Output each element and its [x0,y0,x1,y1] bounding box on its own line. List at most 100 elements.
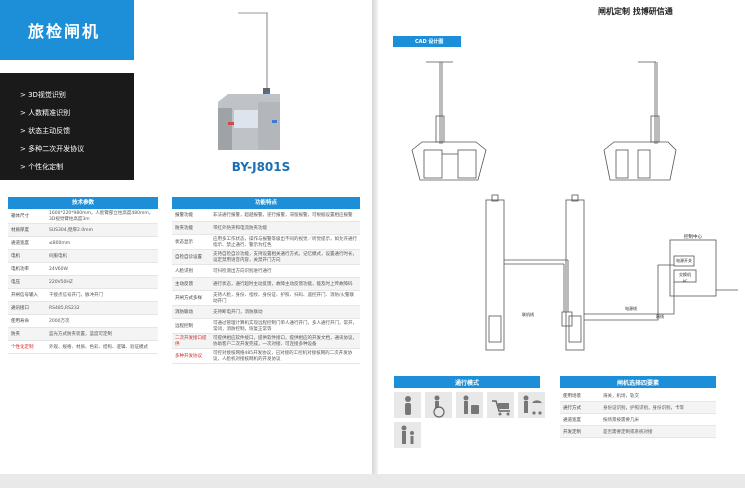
row-key: 箱体尺寸 [11,214,29,219]
row-value: 可控对接核网络485开发协议，已对接的工控机对接核网的二次开发协议，人脸机对接核… [213,351,353,362]
table-row: 使用场景海关，机场，轨交 [560,390,716,402]
row-key: 电机 [11,254,20,259]
row-value: 外观、规格、材质、色彩、结构、逻辑、验证模式 [49,345,148,350]
feature-item: > 人数精准识别 [20,109,71,117]
row-key: 人脸识别 [175,269,193,274]
ac-label: AC [683,279,688,283]
product-photo [218,12,280,150]
table-row: 防夹功能 带红外防夹和电流防夹功能 [172,222,360,235]
row-key: 二次开发接口提供 [175,336,207,347]
child-adult-icon [394,422,421,448]
table-row: 报警功能非法通行报警，超越报警，逆行报警，滞留报警，可根据设置相应报警 [172,209,360,222]
table-row: 自检自诊设置支持自检自诊功能，支持设置相关通行方式，记忆模式，设置通行时长，设定… [172,250,360,265]
row-key: 状态显示 [175,240,193,245]
power-switch-label: 电源开关 [676,257,692,263]
feature-item: > 3D视觉识别 [20,91,66,99]
row-key: 主动反馈 [175,282,193,287]
row-key: 材质厚度 [11,228,29,233]
table-row: 箱体尺寸 1600*220*980mm，人脸臂部立柱高度480mm，3D视觉臂柱高… [8,209,158,224]
wheelchair-icon [425,392,452,418]
function-header: 功能特点 [172,197,360,209]
row-value: 海关，机场，轨交 [603,393,639,399]
table-row: 二次开发接口提供可提供相应软件接口，提供软件接口，提供相应的开发文档，通讯协议，… [172,334,360,349]
row-key: 远程控制 [175,324,193,329]
luggage-icon [456,392,483,418]
row-key: 开闸信号输入 [11,293,38,298]
row-value: 支持断电开门，消防联动 [213,310,263,315]
row-value: SUS304,壁厚2.0mm [49,228,93,233]
row-value: 带红外防夹和电流防夹功能 [213,226,267,231]
link-line-label: 联机线 [522,311,534,317]
function-table: 功能特点 报警功能非法通行报警，超越报警，逆行报警，滞留报警，可根据设置相应报警… [172,197,360,364]
left-page: 旅检闸机 > 3D视觉识别> 人数精准识别> 状态主动反馈> 多种二次开发协议>… [0,0,372,474]
power-line-label: 电源线 [625,305,637,311]
row-key: 电压 [11,280,20,285]
row-value: 可通过管理计算机实现远程控制门单人通行开门，多人通行开门，常开，常闭，消防控制，… [213,321,357,332]
row-key: 通讯接口 [11,306,29,311]
table-row: 材质厚度 SUS304,壁厚2.0mm [8,224,158,237]
row-value: 可提供相应软件接口，提供软件接口，提供相应的开发文档，通讯协议，协助客户二次开发… [213,336,357,347]
row-value: ≤800mm [49,240,71,246]
row-value: 是否需要定制或系统对接 [603,429,653,435]
table-row: 远程控制 可通过管理计算机实现远程控制门单人通行开门，多人通行开门，常开，常闭，消… [172,319,360,334]
selection-table: 使用场景海关，机场，轨交通行方式 身份证识别，护照识别，身份识别，卡等通道宽度按场… [560,390,716,438]
row-value: 干接点信号开门，脉冲开门 [49,293,103,298]
row-key: 个性化定制 [11,345,34,350]
row-key: 防夹功能 [175,226,193,231]
table-row: 开发定制 是否需要定制或系统对接 [560,426,716,438]
row-value: RS485,RS232 [49,305,80,311]
book-spine [372,0,378,474]
table-row: 个性化定制 外观、规格、材质、色彩、结构、逻辑、验证模式 [8,341,158,354]
row-key: 开闸方式多样 [175,296,202,301]
pass-mode-grid [394,392,545,448]
row-key: 通行方式 [563,405,581,411]
feature-panel: > 3D视觉识别> 人数精准识别> 状态主动反馈> 多种二次开发协议> 个性化定… [0,73,134,180]
feature-item: > 状态主动反馈 [20,127,71,135]
page-title: 旅检闸机 [0,0,134,60]
trolley-icon [487,392,514,418]
row-value: 220V50HZ [49,279,73,285]
switch-label: 交换机 [679,271,691,277]
feature-list: > 3D视觉识别> 人数精准识别> 状态主动反馈> 多种二次开发协议> 个性化定… [0,73,134,176]
model-name: BY-J801S [231,160,291,174]
tech-spec-header: 技术参数 [8,197,158,209]
table-row: 通行方式 身份证识别，护照识别，身份识别，卡等 [560,402,716,414]
table-row: 状态显示 应用多工作状态，操作与报警等级出不同的视觉／听觉提示，如允许通行指示、禁… [172,235,360,250]
row-key: 多种开发协议 [175,354,202,359]
slogan: 闸机定制 找博研信通 [598,7,673,16]
row-value: 可扫检测出方向识别进行通行 [213,269,272,274]
table-row: 防夹 蓝光方式防夹装置，蓝度可定制 [8,328,158,341]
row-key: 防夹 [11,332,20,337]
table-row: 通道宽度按场景按需要几米 [560,414,716,426]
table-row: 开闸方式多样支持人脸，身份、指纹、身份证、护照、扫码、遥控开门、消防/火警联动开… [172,291,360,306]
row-value: 通行状态，通行超时主动反馈，故障主动反馈功能，能及时上传故障码 [213,282,353,287]
feature-item: > 个性化定制 [20,163,64,171]
pass-mode-header: 通行模式 [394,376,540,388]
row-value: 身份证识别，护照识别，身份识别，卡等 [603,405,684,411]
row-value: 1600*220*980mm，人脸臂部立柱高度480mm，3D视觉臂柱高度3m [49,211,154,222]
table-row: 电压 220V50HZ [8,276,158,289]
tech-spec-table: 技术参数 箱体尺寸 1600*220*980mm，人脸臂部立柱高度480mm，3D… [8,197,158,354]
row-value: 按场景按需要几米 [603,417,639,423]
row-key: 电机功率 [11,267,29,272]
row-key: 消防联动 [175,310,193,315]
row-value: 24V60W [49,266,68,272]
row-key: 报警功能 [175,213,193,218]
control-center-label: 控制中心 [684,233,702,240]
table-row: 主动反馈 通行状态，通行超时主动反馈，故障主动反馈功能，能及时上传故障码 [172,278,360,291]
selection-header: 闸机选择四要素 [560,376,716,388]
table-row: 通讯接口 RS485,RS232 [8,302,158,315]
row-value: 应用多工作状态，操作与报警等级出不同的视觉／听觉提示，如允许通行指示、禁止通行、… [213,237,357,248]
person-icon [394,392,421,418]
table-row: 通道宽度≤800mm [8,237,158,250]
table-row: 电机功率 24V60W [8,263,158,276]
row-key: 开发定制 [563,429,581,435]
table-row: 消防联动 支持断电开门，消防联动 [172,306,360,319]
row-value: 蓝光方式防夹装置，蓝度可定制 [49,332,112,337]
table-row: 人脸识别 可扫检测出方向识别进行通行 [172,265,360,278]
stroller-icon [518,392,545,418]
table-row: 电机伺服电机 [8,250,158,263]
row-value: 2000万次 [49,319,70,324]
network-line-label: 网线 [656,313,664,319]
